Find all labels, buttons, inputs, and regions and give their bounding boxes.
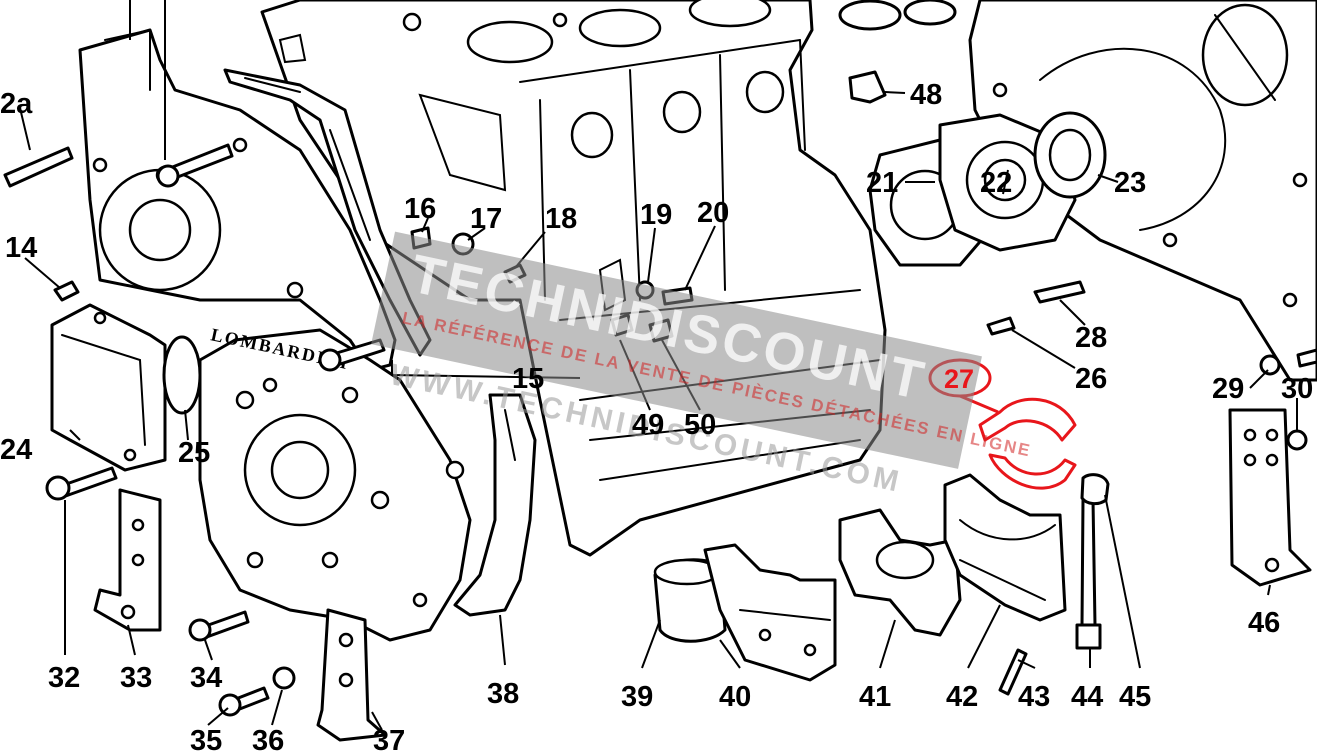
callout-36: 36	[252, 725, 284, 753]
key-26	[986, 316, 1016, 336]
callout-44: 44	[1071, 681, 1103, 713]
bolt-30	[1296, 348, 1317, 368]
callout-41: 41	[859, 681, 891, 713]
flywheel-housing	[968, 0, 1317, 382]
bolt-34	[188, 610, 250, 642]
bushing-39	[653, 558, 727, 643]
callout-39: 39	[621, 681, 653, 713]
callout-50: 50	[684, 409, 716, 441]
nut-45	[1080, 473, 1110, 506]
callout-45: 45	[1119, 681, 1151, 713]
callout-28: 28	[1075, 322, 1107, 354]
bearing-cap-41	[838, 508, 962, 637]
pin-14	[53, 280, 80, 302]
callout-22: 22	[980, 167, 1012, 199]
callout-21: 21	[866, 167, 898, 199]
callout-25: 25	[178, 437, 210, 469]
bolt-44	[1075, 498, 1102, 650]
callout-18: 18	[545, 203, 577, 235]
callout-43: 43	[1018, 681, 1050, 713]
gear-cover	[198, 328, 472, 642]
callout-34: 34	[190, 662, 222, 694]
callout-24: 24	[0, 434, 32, 466]
bolt-32	[45, 466, 118, 501]
callout-2a: 2a	[0, 88, 33, 120]
bolt-35	[218, 686, 270, 717]
bolt-2a	[3, 146, 74, 188]
watermark-band	[371, 231, 982, 469]
bearing-support-42	[943, 473, 1067, 622]
callout-27: 27	[944, 364, 974, 394]
bracket-46	[1228, 408, 1312, 587]
top-ring	[838, 0, 902, 31]
callout-46: 46	[1248, 607, 1280, 639]
callout-37: 37	[373, 725, 405, 753]
callout-32: 32	[48, 662, 80, 694]
bolt-15	[318, 338, 386, 372]
callout-14: 14	[5, 232, 37, 264]
callout-15: 15	[512, 363, 544, 395]
callout-30: 30	[1281, 373, 1313, 405]
washer-36	[272, 666, 296, 690]
bracket-37	[316, 608, 387, 742]
callout-17: 17	[470, 203, 502, 235]
callout-26: 26	[1075, 363, 1107, 395]
callout-29: 29	[1212, 373, 1244, 405]
bolt-top	[156, 143, 234, 188]
timing-cover	[78, 28, 397, 372]
callout-19: 19	[640, 199, 672, 231]
stud-28	[1033, 280, 1086, 304]
callout-48: 48	[910, 79, 942, 111]
callout-49: 49	[632, 409, 664, 441]
callout-40: 40	[719, 681, 751, 713]
bracket-33	[93, 488, 162, 632]
gasket-38	[453, 393, 537, 617]
bracket-48	[848, 70, 887, 104]
callout-23: 23	[1114, 167, 1146, 199]
bearing-support-40	[703, 543, 837, 682]
nut-30	[1286, 429, 1308, 451]
callout-labels: 2a 14 15 16 17 18 19 20 21 22 23 24 25 2…	[0, 79, 1313, 753]
callout-35: 35	[190, 725, 222, 753]
callout-33: 33	[120, 662, 152, 694]
callout-42: 42	[946, 681, 978, 713]
callout-20: 20	[697, 197, 729, 229]
washer-29	[1259, 354, 1281, 376]
callout-16: 16	[404, 193, 436, 225]
o-ring-25	[162, 335, 202, 415]
callout-38: 38	[487, 678, 519, 710]
top-ring-2	[903, 0, 957, 26]
cover-plate-24	[50, 303, 167, 472]
seal-ring-23	[1033, 111, 1107, 199]
